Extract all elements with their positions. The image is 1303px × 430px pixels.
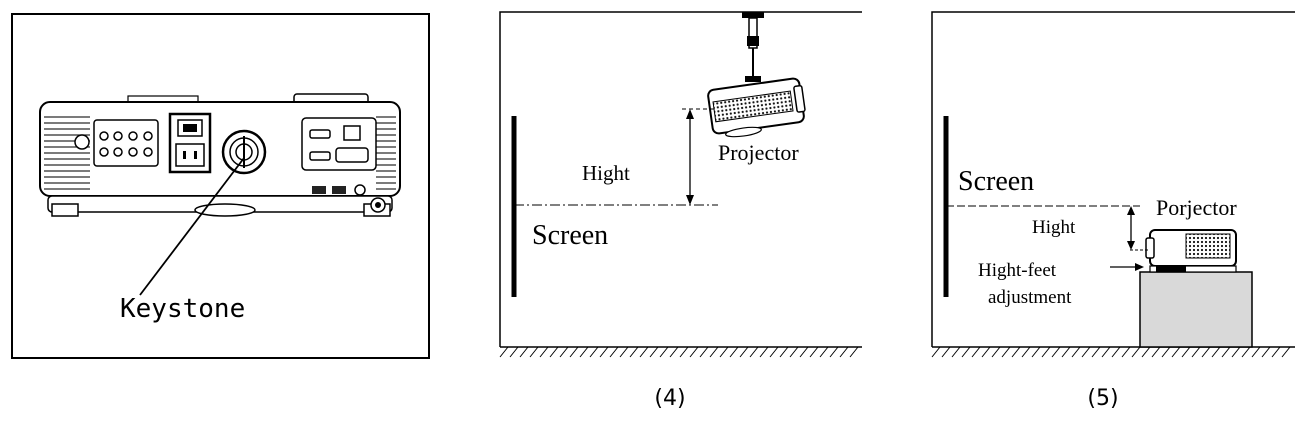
usb-port-2 [332,186,346,194]
projector-label: Projector [718,140,799,165]
height-arrow-up [1127,206,1135,215]
caption-5: (5) [1087,386,1118,411]
keystone-label: Keystone [120,294,245,324]
av-jack-panel [93,119,159,167]
table-placement-panel: Screen Porjector Hight Hight-feet adjust… [931,11,1295,411]
feet-label-line2: adjustment [988,287,1072,308]
foot-left [51,203,79,217]
projector-label: Porjector [1156,195,1237,220]
room-walls [931,11,1295,347]
height-arrow-down [1127,241,1135,250]
feet-label-line1: Hight-feet [978,260,1057,281]
room-walls [499,11,862,347]
screen-label: Screen [958,166,1034,197]
projector-rear-illustration [39,93,401,217]
projector-rear-panel: Keystone [11,13,430,359]
usb-port-1 [312,186,326,194]
caption-4: (4) [654,386,685,411]
table-stand [1139,271,1253,348]
left-vents [44,112,90,190]
height-arrow-down [686,195,694,205]
height-label: Hight [582,161,630,185]
ceiling-projector-icon [707,77,806,138]
screen-label: Screen [532,220,608,251]
feet-pointer-arrow [1135,263,1144,271]
keystone-leader-line [139,157,245,296]
ceiling-mount-bracket [742,12,764,82]
height-arrow-up [686,109,694,119]
height-label: Hight [1032,217,1076,238]
table-projector-icon [1145,229,1237,273]
floor-hatch [499,346,859,358]
right-vents [376,112,396,190]
ceiling-mount-panel: Projector Hight Screen (4) [499,11,862,411]
floor-hatch [931,346,1291,358]
